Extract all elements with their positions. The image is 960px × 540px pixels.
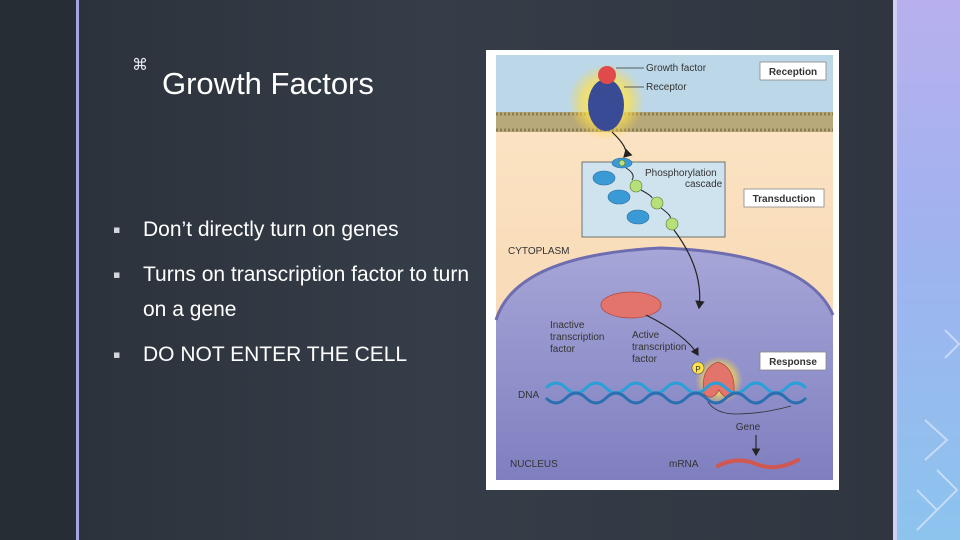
cell-membrane [496,112,833,132]
mrna-strand [716,458,800,470]
bullet-text: DO NOT ENTER THE CELL [143,343,408,366]
receptor-label: Receptor [646,82,687,93]
bullet-text: Turns on transcription factor to turn on… [143,263,470,321]
bullet-text: Don’t directly turn on genes [143,218,399,241]
nucleus-region [496,248,833,480]
gene-label: Gene [736,422,761,433]
bullet-item: ▪ Don’t directly turn on genes [113,212,493,247]
mrna-label: mRNA [669,459,699,470]
active-label: Active [632,330,660,341]
dna-helix [544,381,808,405]
square-bullet-icon: ▪ [113,348,121,361]
active-factor-label: factor [632,354,658,365]
growth-factor-shape [598,66,616,84]
square-bullet-icon: ▪ [113,268,121,281]
nucleus-label: NUCLEUS [510,459,558,470]
active-transcription-label: transcription [632,342,686,353]
reception-label: Reception [769,67,817,78]
command-icon: ⌘ [132,55,148,74]
chevron-pattern-icon [916,329,960,531]
slide-title: Growth Factors [162,66,374,101]
cytoplasm-label: CYTOPLASM [508,246,570,257]
pathway-diagram: Growth factor Receptor Reception [492,55,835,484]
inactive-factor-label: factor [550,344,576,355]
receptor-shape [588,79,624,131]
phosphorylation-cascade [592,157,650,225]
bullet-item: ▪ Turns on transcription factor to turn … [113,257,493,327]
square-bullet-icon: ▪ [113,223,121,236]
phosphorylation-label: Phosphorylation [645,168,717,179]
right-decor-panel [897,0,960,540]
cascade-label: cascade [685,179,723,190]
transduction-label: Transduction [753,194,816,205]
inactive-label: Inactive [550,320,585,331]
growth-factor-label: Growth factor [646,63,707,74]
right-accent-rule [893,0,897,540]
bullet-list: ▪ Don’t directly turn on genes ▪ Turns o… [113,212,493,382]
signal-pathway-figure: Growth factor Receptor Reception [486,50,839,490]
dna-label: DNA [518,390,539,401]
phosphate-label: P [695,365,700,374]
inactive-transcription-label: transcription [550,332,604,343]
left-decor-stripe [0,0,76,540]
left-accent-rule [76,0,79,540]
response-label: Response [769,357,817,368]
inactive-tf-shape [600,291,662,319]
bullet-item: ▪ DO NOT ENTER THE CELL [113,337,493,372]
